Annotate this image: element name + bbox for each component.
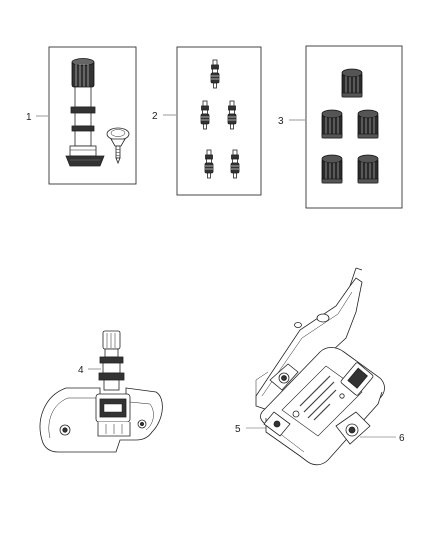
callout-3: 3 bbox=[278, 116, 284, 127]
valve-stem-kit-icon bbox=[65, 58, 105, 167]
callout-4: 4 bbox=[78, 365, 84, 376]
valve-caps-group: 3 bbox=[278, 45, 403, 209]
tpms-sensor-icon bbox=[39, 330, 163, 453]
callout-5: 5 bbox=[235, 424, 241, 435]
valve-stem-kit-group: 1 bbox=[26, 46, 137, 185]
receiver-module-icon bbox=[260, 347, 385, 466]
valve-screw-icon bbox=[106, 127, 130, 165]
valve-cores-group: 2 bbox=[152, 46, 262, 196]
valve-cores-box bbox=[176, 46, 262, 196]
callout-2: 2 bbox=[152, 111, 158, 122]
callout-6: 6 bbox=[399, 433, 405, 444]
callout-1: 1 bbox=[26, 112, 32, 123]
